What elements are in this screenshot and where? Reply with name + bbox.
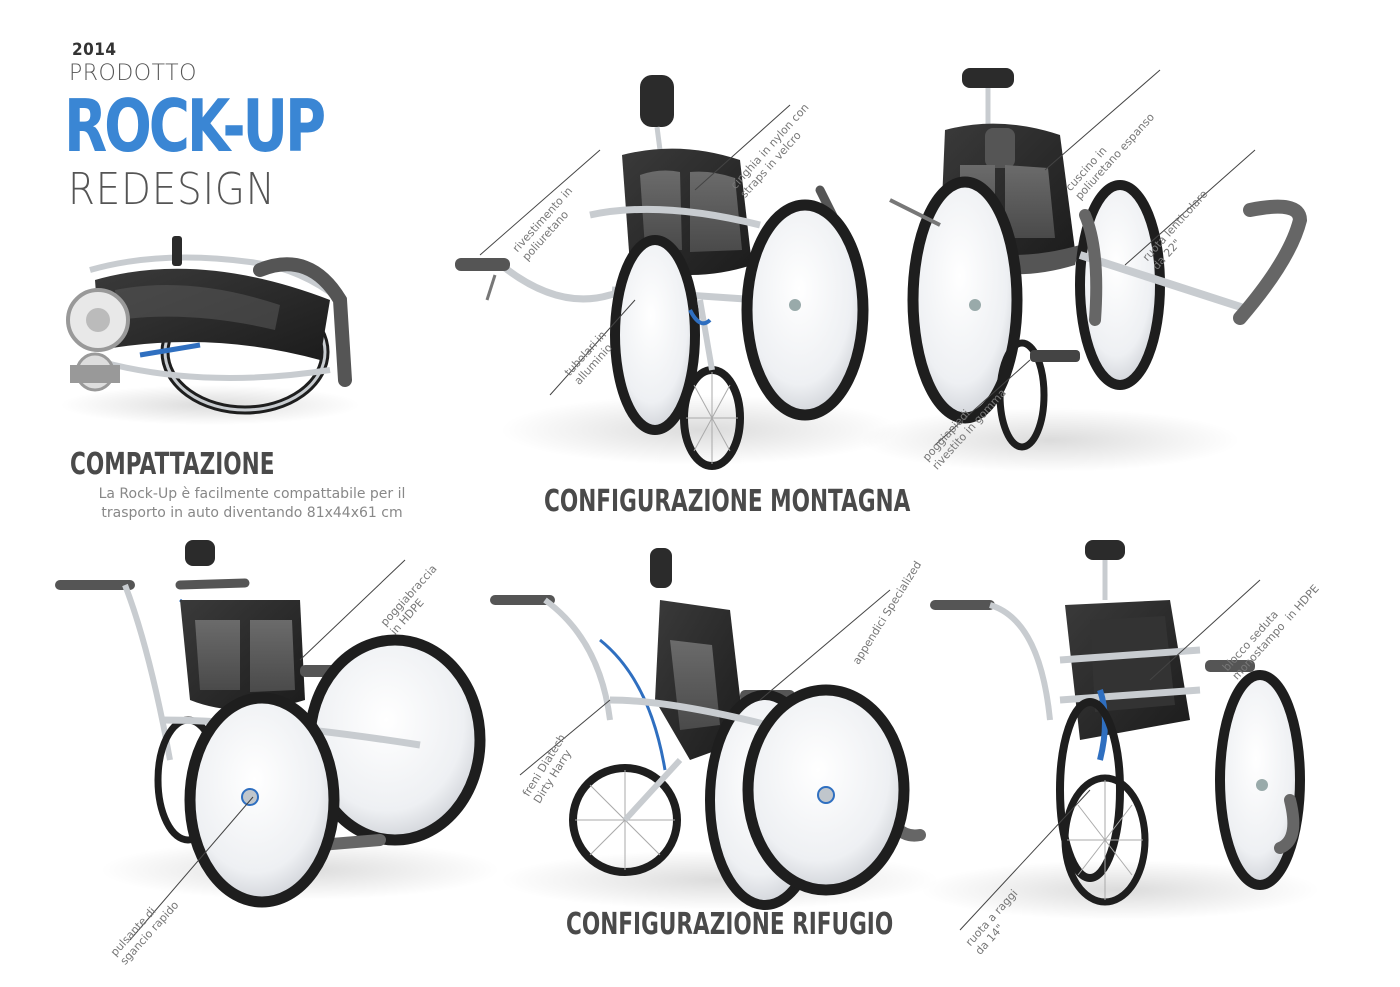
folded-wheelchair-icon [60, 236, 360, 425]
montagna-left-render-icon [455, 75, 900, 470]
rifugio-right-render-icon [920, 540, 1320, 920]
compattazione-title: COMPATTAZIONE [70, 447, 275, 482]
rifugio-center-render-icon [490, 548, 940, 910]
product-label: PRODOTTO [69, 61, 197, 86]
annotation-leaders [129, 69, 1261, 941]
compattazione-description: La Rock-Up è facilmente compattabile per… [98, 486, 406, 521]
rifugio-title: CONFIGURAZIONE RIFUGIO [566, 907, 894, 942]
year-label: 2014 [72, 40, 117, 60]
rifugio-left-render-icon [55, 540, 500, 908]
montagna-right-render-icon [860, 68, 1308, 472]
montagna-title: CONFIGURAZIONE MONTAGNA [544, 484, 911, 519]
brand-title: ROCK-UP [64, 84, 326, 168]
subtitle: REDESIGN [68, 164, 276, 215]
